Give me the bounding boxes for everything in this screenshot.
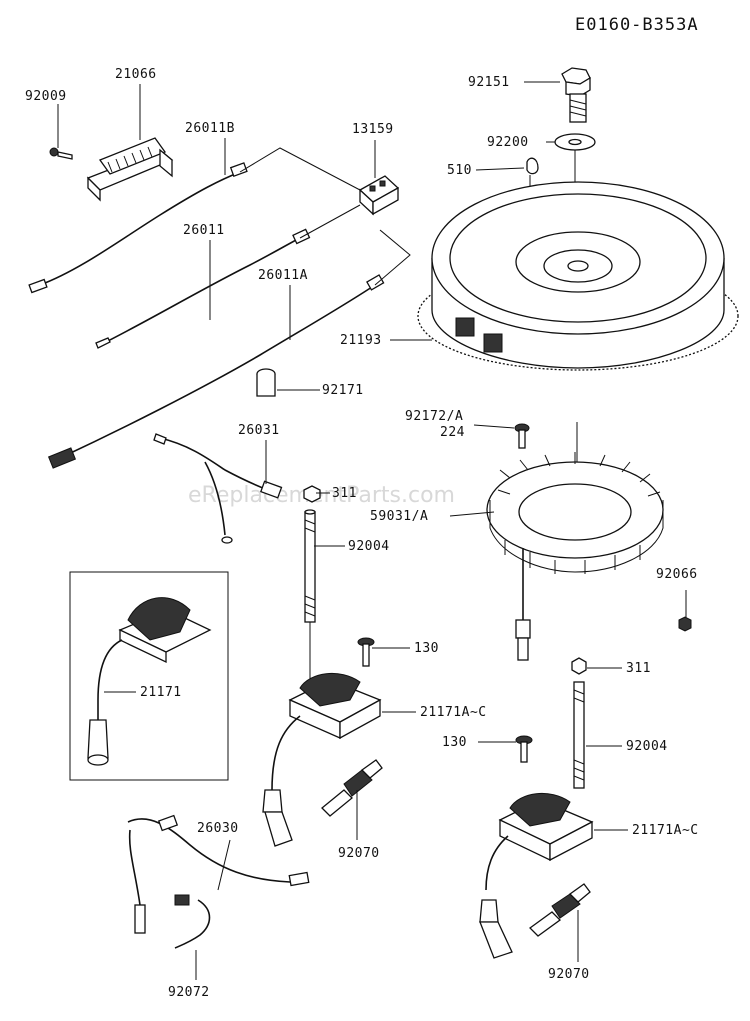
- ignition-coil-21171AC-upper: [262, 672, 382, 847]
- callout-92172A: 92172/A: [405, 409, 463, 424]
- callout-26011A: 26011A: [258, 268, 308, 283]
- spark-plug-92070-upper: [321, 759, 383, 817]
- leader-harness-b: [239, 147, 361, 191]
- bolt-92172A: [514, 423, 530, 449]
- callout-21193: 21193: [340, 333, 382, 348]
- washer-92200: [554, 133, 596, 151]
- bolt-92151: [561, 67, 591, 123]
- watermark: eReplacementParts.com: [188, 483, 455, 508]
- stud-92004-left: [304, 509, 316, 623]
- callout-92070-upper: 92070: [338, 846, 380, 861]
- callout-510: 510: [447, 163, 472, 178]
- leader-harness-main: [299, 204, 361, 239]
- ignition-coil-21171: [87, 597, 212, 766]
- wire-harness-26011B: [28, 162, 248, 294]
- leader-harness-a: [374, 229, 411, 286]
- callout-224: 224: [440, 425, 465, 440]
- callout-92171: 92171: [322, 383, 364, 398]
- callout-92151: 92151: [468, 75, 510, 90]
- stud-92004-right: [573, 681, 585, 789]
- flywheel-21193: [417, 181, 739, 371]
- tube-92171: [256, 368, 276, 397]
- callout-92200: 92200: [487, 135, 529, 150]
- wire-harness-26011A: [47, 274, 385, 469]
- connector-13159: [358, 175, 400, 216]
- callout-59031A: 59031/A: [370, 509, 428, 524]
- callout-311-upper: 311: [332, 486, 357, 501]
- callout-13159: 13159: [352, 122, 394, 137]
- screw-92009: [49, 147, 73, 160]
- spark-plug-92070-lower: [529, 883, 591, 937]
- callout-92072: 92072: [168, 985, 210, 1000]
- callout-130-upper: 130: [414, 641, 439, 656]
- callout-26011B: 26011B: [185, 121, 235, 136]
- callout-92070-lower: 92070: [548, 967, 590, 982]
- callout-21066: 21066: [115, 67, 157, 82]
- callout-21171: 21171: [140, 685, 182, 700]
- nut-92066: [678, 616, 692, 632]
- leader-lines: [57, 81, 628, 891]
- callout-92009: 92009: [25, 89, 67, 104]
- ignition-coil-21171AC-lower: [479, 792, 594, 959]
- callout-92066: 92066: [656, 567, 698, 582]
- wire-harness-26031: [153, 433, 283, 544]
- regulator-21066: [86, 137, 174, 202]
- callout-130-lower: 130: [442, 735, 467, 750]
- nut-311-upper: [303, 485, 321, 503]
- callout-21171AC-lower: 21171A~C: [632, 823, 699, 838]
- callout-21171AC-upper: 21171A~C: [420, 705, 487, 720]
- wire-harness-26011: [95, 228, 311, 349]
- diagram-code: E0160-B353A: [575, 15, 699, 35]
- callout-311-lower: 311: [626, 661, 651, 676]
- nut-311-lower: [571, 657, 587, 675]
- key-510: [526, 157, 539, 175]
- inset-box-21171: [69, 571, 229, 781]
- wire-harness-26030: [127, 814, 310, 934]
- callout-92004-right: 92004: [626, 739, 668, 754]
- stator-59031A: [486, 452, 664, 661]
- callout-26031: 26031: [238, 423, 280, 438]
- tube-92072: [174, 894, 211, 949]
- bolt-130-upper: [357, 637, 375, 667]
- bolt-130-lower: [515, 735, 533, 763]
- callout-26030: 26030: [197, 821, 239, 836]
- callout-92004-left: 92004: [348, 539, 390, 554]
- callout-26011: 26011: [183, 223, 225, 238]
